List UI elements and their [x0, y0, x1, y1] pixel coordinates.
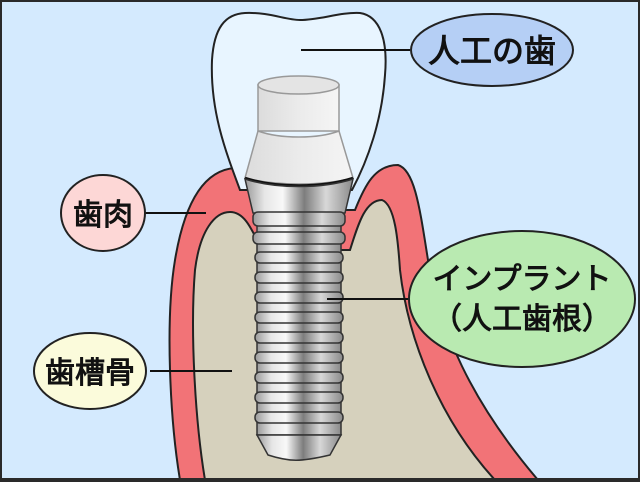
- abutment-base: [244, 130, 354, 185]
- bone-label-bubble: [33, 332, 147, 410]
- crown-label: 人工の歯: [428, 32, 556, 70]
- crown-label-bubble: [410, 13, 574, 87]
- implant-label-line1: インプラント: [432, 262, 611, 297]
- implant-label-line2: （人工歯根）: [432, 302, 612, 337]
- implant-tip: [255, 434, 343, 461]
- gum-label-bubble: [60, 174, 146, 252]
- gum-label: 歯肉: [73, 198, 133, 233]
- implant-collar: [243, 177, 355, 214]
- implant-label-bubble: [408, 230, 636, 368]
- implant-threads: [252, 211, 346, 424]
- leader-lines: [145, 49, 412, 372]
- bone-label: 歯槽骨: [45, 356, 135, 391]
